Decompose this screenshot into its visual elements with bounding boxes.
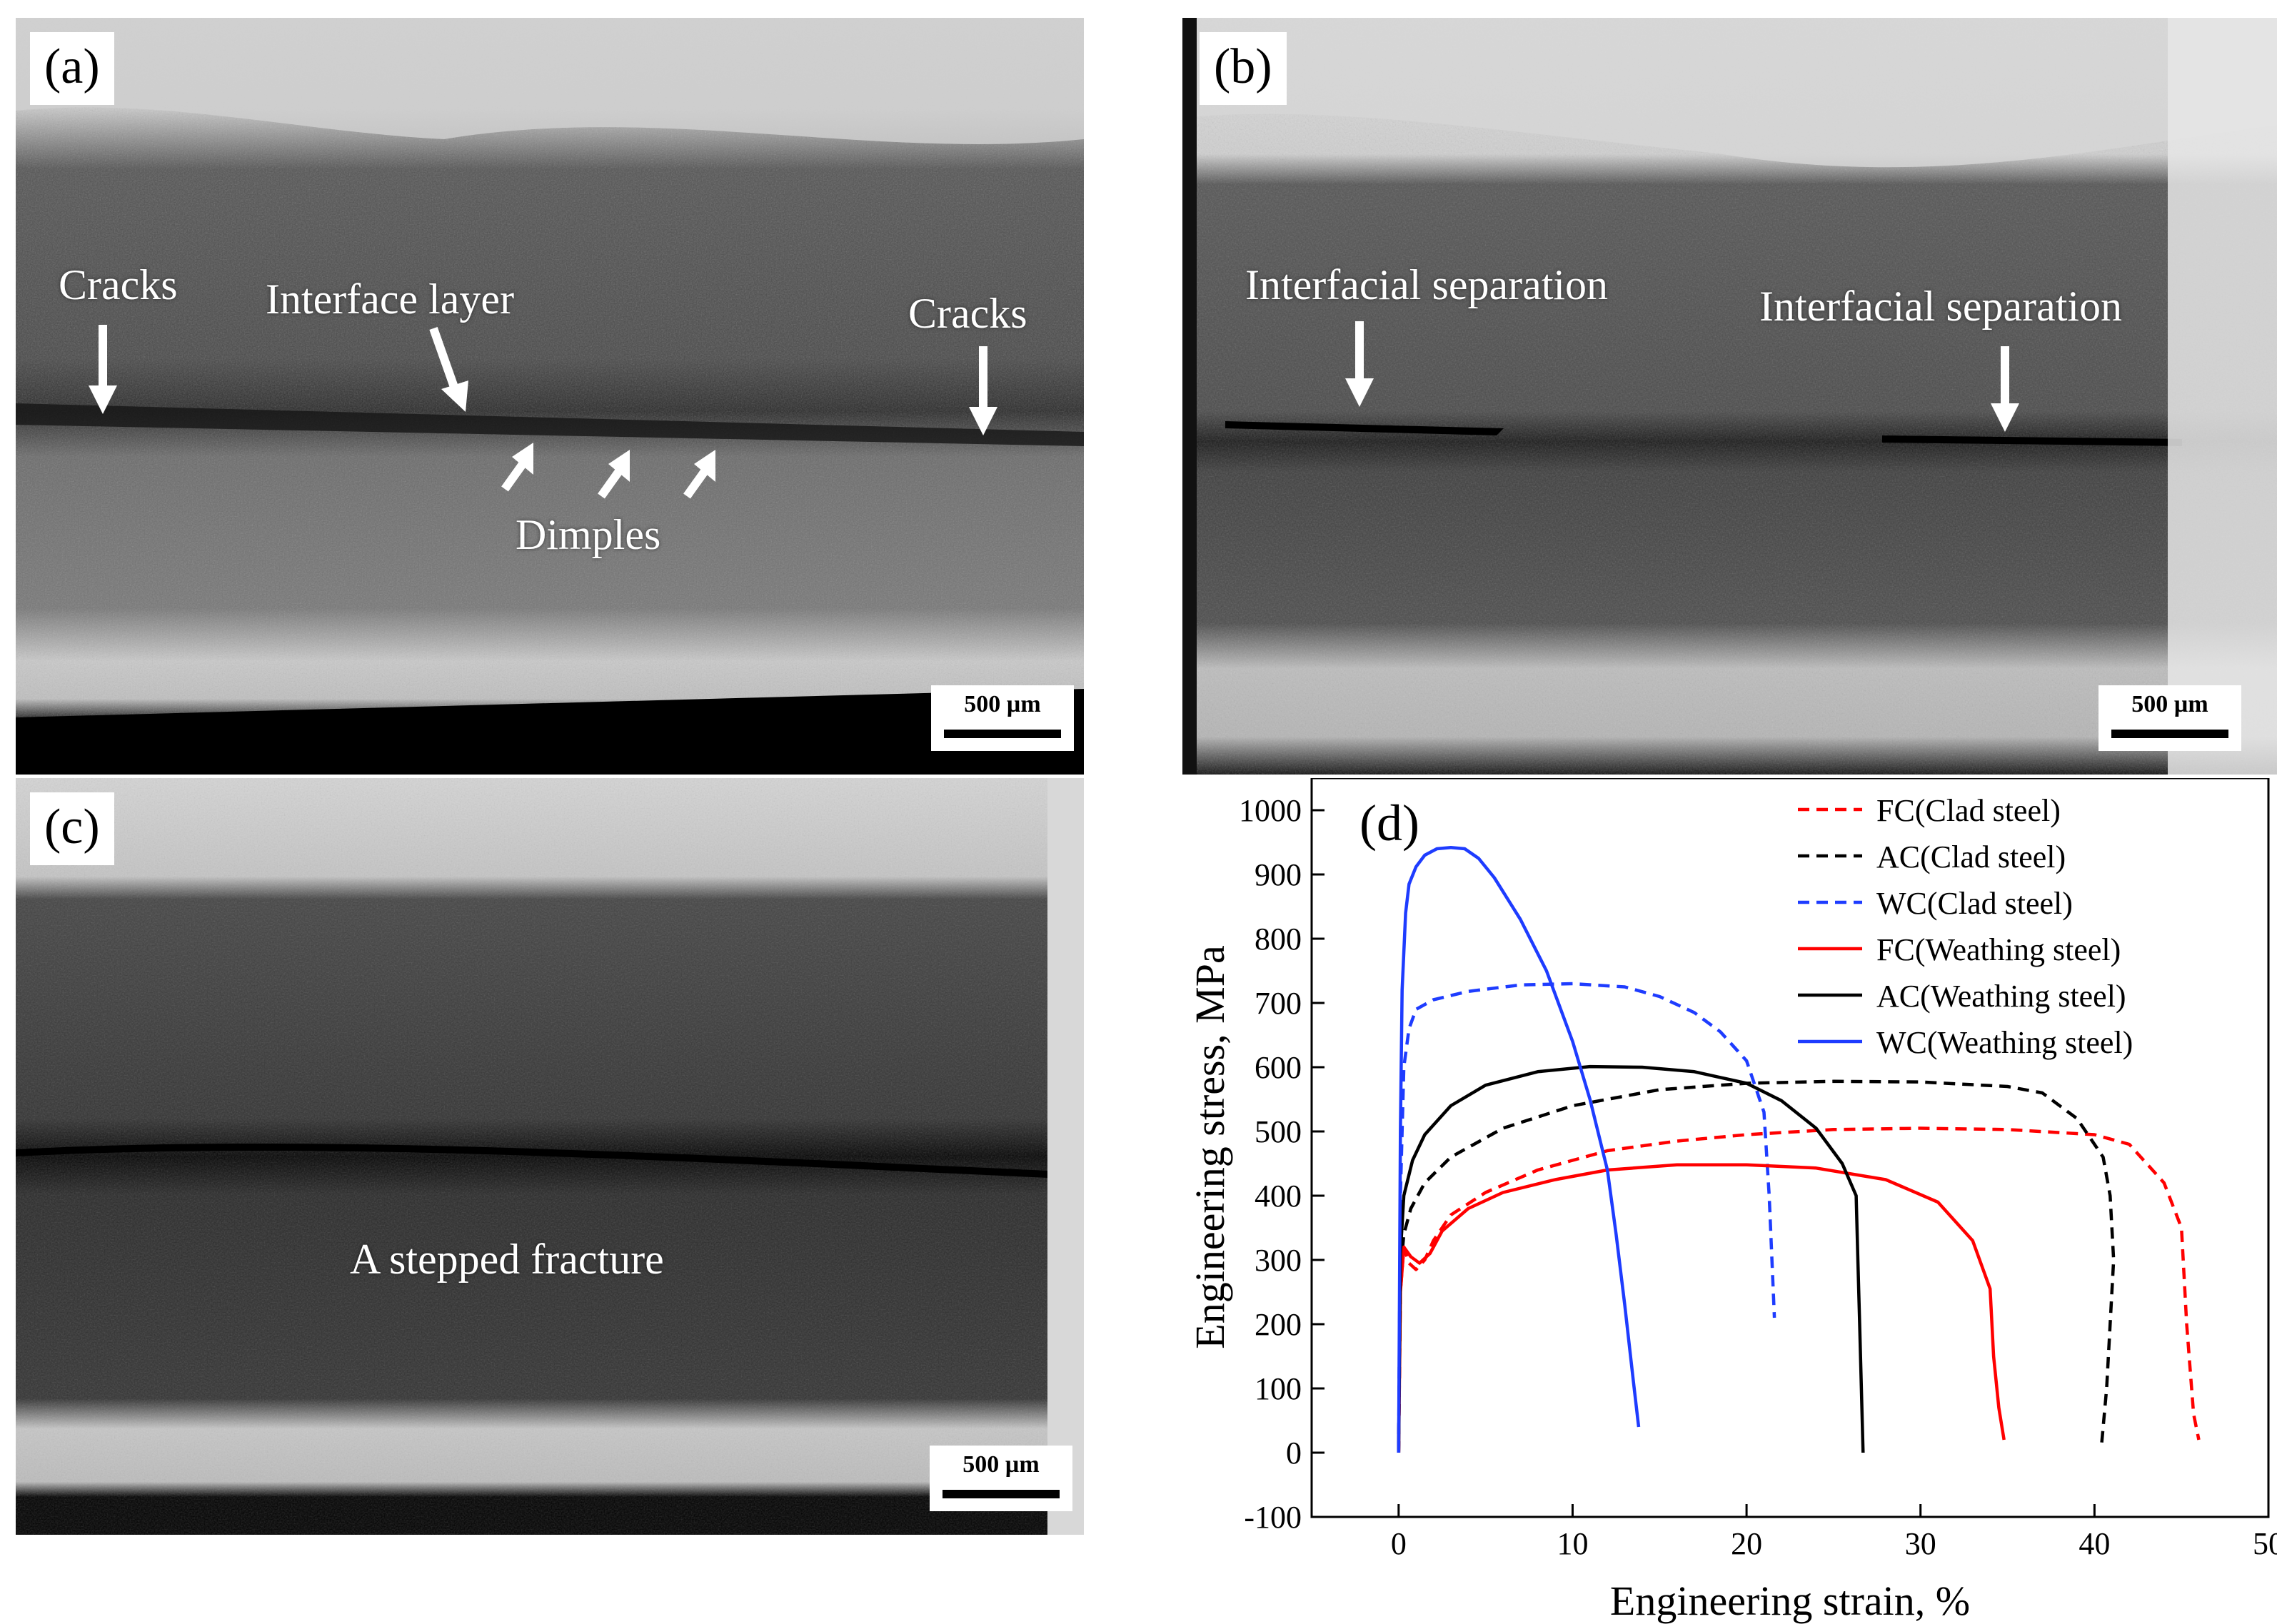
panel-c: (c) A stepped fracture 500 µm	[16, 778, 1084, 1535]
y-axis-label: Engineering stress, MPa	[1187, 945, 1233, 1348]
y-tick-label: 500	[1255, 1114, 1302, 1149]
panel-b: (b) Interfacial separation Interfacial s…	[1182, 18, 2277, 775]
annotation-stepped-fracture: A stepped fracture	[350, 1236, 664, 1283]
y-tick-label: 1000	[1239, 793, 1302, 828]
annotation-interfacial-separation-left: Interfacial separation	[1245, 261, 1609, 308]
annotation-cracks-left: Cracks	[59, 261, 178, 308]
scale-bar-line	[943, 1490, 1060, 1498]
series-line-4	[1397, 1064, 1865, 1453]
annotation-interfacial-separation-right: Interfacial separation	[1759, 283, 2123, 330]
sem-image-b	[1182, 18, 2277, 775]
arrow-icon	[89, 325, 997, 499]
legend-entry: FC(Clad steel)	[1876, 793, 2061, 828]
x-tick-label: 20	[1731, 1526, 1762, 1561]
arrow-icon	[1345, 321, 2019, 432]
legend-entry: WC(Weathing steel)	[1876, 1025, 2133, 1060]
scale-bar-b: 500 µm	[2098, 685, 2241, 751]
y-tick-label: 600	[1255, 1050, 1302, 1085]
y-tick-label: 400	[1255, 1179, 1302, 1214]
series-line-0	[1397, 1126, 2201, 1453]
y-tick-label: 800	[1255, 922, 1302, 957]
scale-bar-label: 500 µm	[964, 691, 1041, 717]
panel-label-a: (a)	[30, 32, 114, 105]
plot-frame	[1310, 778, 2270, 1518]
panel-a: (a) Cracks Interface layer Cracks Dimple…	[16, 18, 1084, 775]
legend-entry: AC(Clad steel)	[1876, 839, 2066, 874]
series-line-1	[1397, 1079, 2116, 1453]
scale-bar-c: 500 µm	[930, 1446, 1072, 1511]
y-tick-label: 900	[1255, 857, 1302, 892]
panel-label-b: (b)	[1200, 32, 1287, 105]
series-line-5	[1397, 845, 1641, 1453]
y-tick-label: 700	[1255, 986, 1302, 1021]
scale-bar-a: 500 µm	[931, 685, 1074, 751]
scale-bar-line	[2111, 730, 2228, 738]
panel-label-c: (c)	[30, 792, 114, 865]
y-tick-label: 0	[1286, 1436, 1302, 1471]
scale-bar-line	[944, 730, 1061, 738]
sem-image-c	[16, 778, 1084, 1535]
annotation-interface-layer: Interface layer	[266, 276, 515, 323]
x-tick-label: 0	[1391, 1526, 1407, 1561]
x-tick-label: 30	[1905, 1526, 1936, 1561]
scale-bar-label: 500 µm	[2131, 691, 2208, 717]
stress-strain-chart: 0 10 20 30 40 50 -100 0 100 200 300 400 500 600 700 800…	[1187, 778, 2277, 1624]
x-tick-label: 40	[2079, 1526, 2110, 1561]
panel-d: 0 10 20 30 40 50 -100 0 100 200 300 400 500 600 700 800…	[1182, 778, 2277, 1624]
y-tick-label: 100	[1255, 1371, 1302, 1406]
y-tick-label: 300	[1255, 1243, 1302, 1278]
y-tick-label: 200	[1255, 1307, 1302, 1342]
sem-image-a	[16, 18, 1084, 775]
series-line-3	[1397, 1163, 2006, 1453]
series-line-2	[1397, 982, 1776, 1453]
x-tick-label: 50	[2253, 1526, 2277, 1561]
annotation-cracks-right: Cracks	[908, 290, 1027, 337]
x-axis-label: Engineering strain, %	[1610, 1578, 1970, 1624]
arrows-b	[1345, 321, 2019, 432]
legend-entry: AC(Weathing steel)	[1876, 979, 2126, 1014]
x-tick-label: 10	[1557, 1526, 1588, 1561]
arrows-a	[89, 325, 997, 499]
scale-bar-label: 500 µm	[962, 1451, 1040, 1478]
y-tick-label: -100	[1244, 1500, 1302, 1535]
annotation-dimples: Dimples	[516, 511, 661, 558]
panel-label-d: (d)	[1359, 795, 1419, 852]
legend-entry: FC(Weathing steel)	[1876, 932, 2121, 967]
legend-entry: WC(Clad steel)	[1876, 886, 2073, 921]
